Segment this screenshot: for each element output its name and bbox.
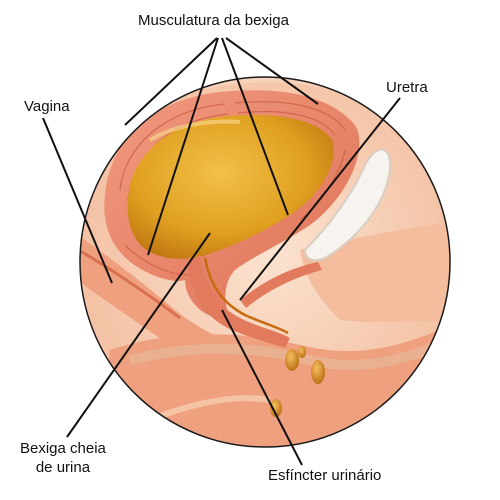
leader-musc-right <box>225 37 319 105</box>
urine-drop <box>285 349 299 371</box>
leader-uretra <box>239 97 401 301</box>
urine-drop <box>270 399 282 417</box>
urine-drop <box>298 346 306 358</box>
label-bexiga-cheia: Bexiga cheia de urina <box>20 439 106 477</box>
urethra-tube <box>188 255 290 348</box>
leader-musc-left <box>124 37 218 126</box>
label-esfincter-urinario: Esfíncter urinário <box>268 467 382 484</box>
urine-drop <box>311 360 325 384</box>
label-musculatura-da-bexiga: Musculatura da bexiga <box>138 12 289 29</box>
leader-esfincter <box>221 309 303 466</box>
leader-musc-mid2 <box>221 37 289 216</box>
label-bexiga-line2: de urina <box>35 459 91 476</box>
urethra-upper <box>240 262 322 308</box>
label-bexiga-line1: Bexiga cheia <box>20 440 106 457</box>
label-uretra: Uretra <box>386 79 428 96</box>
leader-lines <box>42 37 401 466</box>
leader-vagina <box>42 117 113 284</box>
label-vagina: Vagina <box>24 98 70 115</box>
urine-fill <box>127 115 334 259</box>
anatomy-circle <box>80 77 450 447</box>
leader-musc-mid1 <box>147 37 219 256</box>
pubic-bone <box>303 148 392 262</box>
leader-bexiga <box>66 232 211 438</box>
circle-outline <box>79 76 451 448</box>
